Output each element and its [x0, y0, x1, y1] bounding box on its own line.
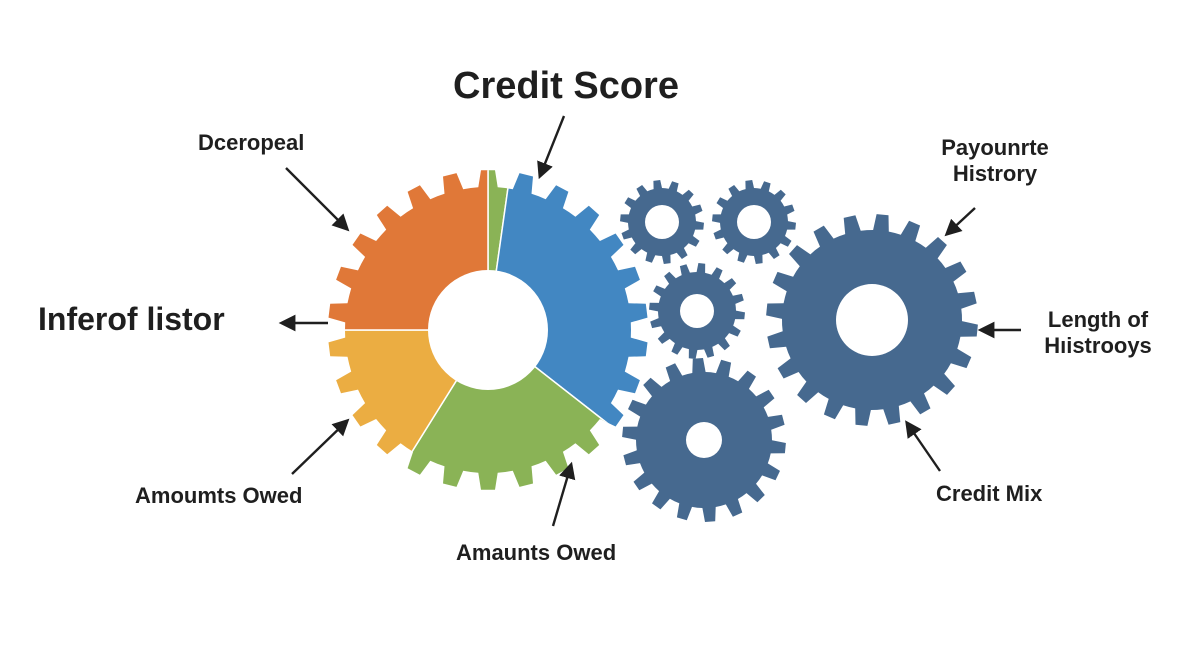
- gear-hole: [686, 422, 722, 458]
- pie-segment-orange: [328, 170, 489, 331]
- label-bottom-left: Amoumts Owed: [135, 483, 303, 508]
- blue-gears-group: [620, 180, 978, 522]
- label-top-right-line1: Payounrte: [941, 135, 1049, 160]
- pie-gear: [328, 170, 648, 490]
- gear-hole: [737, 205, 771, 239]
- small-gear-3: [649, 263, 745, 359]
- small-gear-1: [620, 180, 704, 264]
- label-top-right: Payounrte Histrory: [920, 135, 1070, 188]
- arrow-bottom-center: [551, 461, 576, 527]
- label-top-left: Dceropeal: [198, 130, 305, 155]
- arrow-credit-score: [537, 115, 566, 180]
- label-top-right-line2: Histrory: [952, 161, 1038, 187]
- medium-gear: [622, 358, 786, 522]
- arrows: [278, 115, 1021, 527]
- arrow-top-left: [285, 167, 350, 232]
- label-right: Length of Hıistrooys: [1018, 307, 1178, 360]
- label-right-line2: Hıistrooys: [1044, 333, 1152, 359]
- diagram-title: Credit Score: [453, 65, 679, 107]
- label-bottom-right: Credit Mix: [936, 481, 1043, 506]
- label-left: Inferof listor: [38, 301, 225, 337]
- gear-hole: [680, 294, 714, 328]
- arrow-bottom-right: [905, 420, 941, 472]
- small-gear-2: [712, 180, 796, 264]
- gear-hole: [645, 205, 679, 239]
- arrow-top-right: [944, 207, 976, 237]
- label-bottom-center: Amaunts Owed: [456, 540, 617, 565]
- gear-hole: [836, 284, 908, 356]
- label-right-line1: Length of: [1047, 307, 1149, 332]
- large-gear: [766, 214, 978, 426]
- arrow-bottom-left: [291, 418, 350, 475]
